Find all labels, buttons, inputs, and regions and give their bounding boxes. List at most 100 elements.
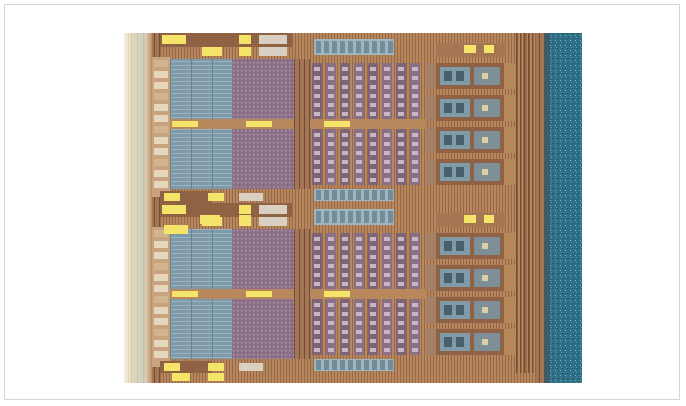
comb-tooth <box>388 360 393 370</box>
cell-contact <box>398 273 404 277</box>
comb-tooth <box>364 211 369 223</box>
cell-contact <box>398 282 404 286</box>
cell-contact <box>342 321 348 325</box>
bond-pad <box>208 373 224 381</box>
cell-contact <box>384 282 390 286</box>
cell-contact <box>398 112 404 116</box>
cell-contact <box>384 246 390 250</box>
cell-contact <box>384 303 390 307</box>
io-cell <box>154 241 168 248</box>
pad-block <box>259 205 287 214</box>
memory-array <box>170 59 232 119</box>
cell-contact <box>370 348 376 352</box>
column-cell <box>354 129 364 185</box>
cell-contact <box>314 321 320 325</box>
bond-pad <box>239 35 251 44</box>
column-cell <box>354 63 364 119</box>
column-cell <box>312 63 322 119</box>
bus-line <box>520 203 522 373</box>
io-cell <box>154 126 168 133</box>
bus-strip <box>310 289 426 299</box>
column-cell <box>354 299 364 355</box>
cell-contact <box>342 312 348 316</box>
cell-contact <box>342 348 348 352</box>
column-cell <box>326 63 336 119</box>
driver-edge <box>504 127 516 153</box>
logic-array <box>232 299 294 359</box>
cell-contact <box>356 255 362 259</box>
driver-gate <box>456 337 464 347</box>
cell-contact <box>412 151 418 155</box>
bus-strip <box>310 119 426 129</box>
column-cell <box>410 129 420 185</box>
io-cell <box>154 263 168 270</box>
cell-contact <box>328 321 334 325</box>
cell-contact <box>328 255 334 259</box>
cell-contact <box>412 85 418 89</box>
cell-contact <box>398 94 404 98</box>
cell-contact <box>342 160 348 164</box>
driver-contact <box>482 137 488 143</box>
cell-contact <box>398 67 404 71</box>
cell-contact <box>314 160 320 164</box>
cell-contact <box>342 103 348 107</box>
cell-contact <box>412 273 418 277</box>
cell-contact <box>398 76 404 80</box>
driver-gate <box>444 337 452 347</box>
comb-tooth <box>380 360 385 370</box>
io-cell <box>154 285 168 292</box>
cell-contact <box>314 112 320 116</box>
bond-pad <box>239 205 251 214</box>
cell-contact <box>384 160 390 164</box>
cell-contact <box>328 178 334 182</box>
column-cell <box>396 63 406 119</box>
cell-contact <box>328 160 334 164</box>
bus-line <box>532 33 534 203</box>
bus-line <box>524 33 526 203</box>
driver-edge <box>504 329 516 355</box>
comb-tooth <box>324 211 329 223</box>
column-cell <box>368 233 378 289</box>
cell-contact <box>342 67 348 71</box>
cell-contact <box>356 330 362 334</box>
comb-tooth <box>388 190 393 200</box>
cell-contact <box>356 133 362 137</box>
cell-contact <box>314 282 320 286</box>
cell-contact <box>412 264 418 268</box>
cell-contact <box>314 237 320 241</box>
cell-contact <box>328 339 334 343</box>
bond-pad <box>162 35 186 44</box>
cell-contact <box>412 255 418 259</box>
comb-tooth <box>340 190 345 200</box>
cell-contact <box>384 237 390 241</box>
bond-pad <box>239 47 251 56</box>
cell-contact <box>370 169 376 173</box>
cell-contact <box>370 160 376 164</box>
bond-pad <box>464 215 476 223</box>
cell-contact <box>342 142 348 146</box>
driver-edge <box>504 297 516 323</box>
driver-gate <box>456 167 464 177</box>
cell-separator <box>426 127 436 153</box>
cell-contact <box>412 303 418 307</box>
cell-separator <box>426 329 436 355</box>
bus-line <box>532 203 534 373</box>
io-cell <box>154 104 168 111</box>
cell-contact <box>356 94 362 98</box>
cell-contact <box>356 67 362 71</box>
cell-contact <box>328 133 334 137</box>
column-cell <box>368 299 378 355</box>
bond-pad <box>246 291 272 297</box>
cell-contact <box>370 178 376 182</box>
edge-line <box>128 33 129 383</box>
comb-tooth <box>348 190 353 200</box>
bond-pad <box>164 363 180 371</box>
column-cell <box>410 299 420 355</box>
cell-contact <box>342 151 348 155</box>
cell-contact <box>356 273 362 277</box>
edge-line <box>149 33 150 383</box>
cell-contact <box>384 76 390 80</box>
cell-contact <box>384 312 390 316</box>
comb-tooth <box>372 360 377 370</box>
cell-separator <box>426 95 436 121</box>
